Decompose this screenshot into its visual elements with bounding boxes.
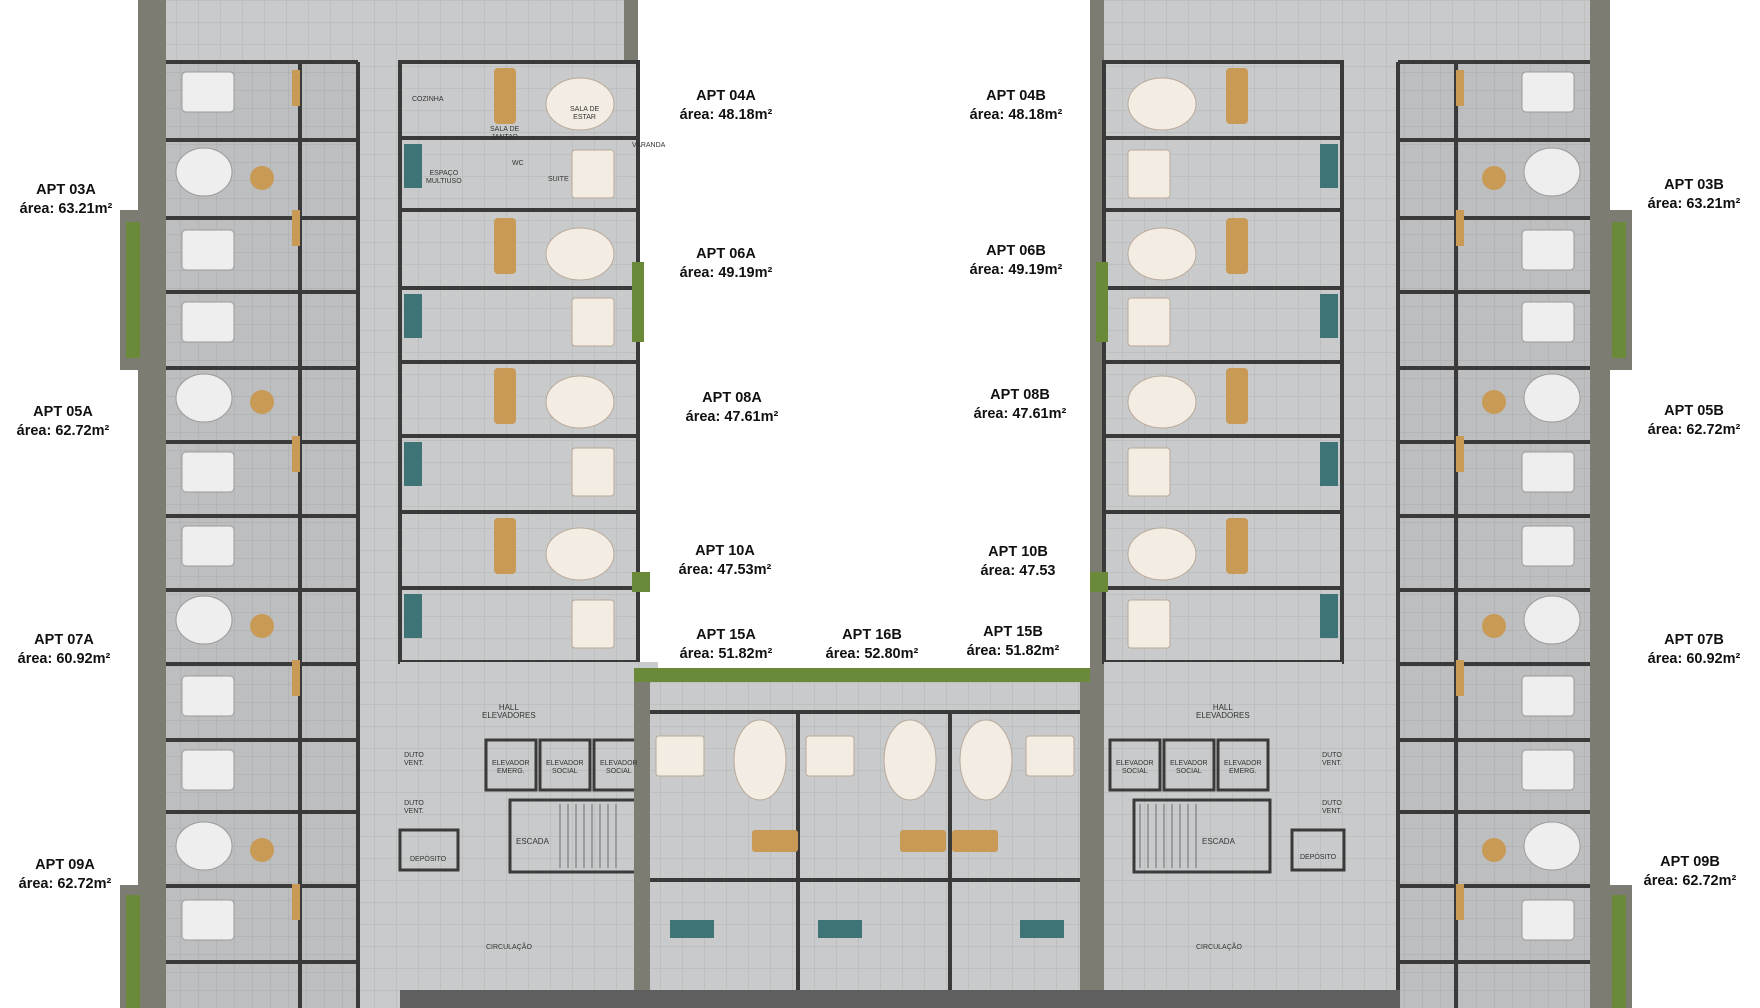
apt-04b-area: área: 48.18m² [969,107,1063,123]
apt-15a-area: área: 51.82m² [679,646,773,662]
apt-03b-area: área: 63.21m² [1647,196,1741,212]
apt-15b-label: APT 15B área: 51.82m² [953,623,1073,661]
apt-03b-label: APT 03B área: 63.21m² [1634,176,1754,214]
apt-08a-label: APT 08A área: 47.61m² [672,389,792,427]
apt-08b-label: APT 08B área: 47.61m² [960,386,1080,424]
apt-09a-area: área: 62.72m² [18,876,112,892]
apt-06b-label: APT 06B área: 49.19m² [956,242,1076,280]
apt-07b-label: APT 07B área: 60.92m² [1634,631,1754,669]
apt-04a-label: APT 04A área: 48.18m² [666,87,786,125]
apt-03a-name: APT 03A [36,182,96,198]
apt-05b-label: APT 05B área: 62.72m² [1634,402,1754,440]
left-wing [120,0,658,1008]
apt-10b-area: área: 47.53 [980,563,1056,579]
apt-04b-name: APT 04B [986,88,1046,104]
apt-05b-area: área: 62.72m² [1647,422,1741,438]
apt-09b-label: APT 09B área: 62.72m² [1630,853,1750,891]
apt-04a-name: APT 04A [696,88,756,104]
wc-label: WC [512,160,524,167]
veranda-label: VARANDA [632,142,666,149]
apt-06b-name: APT 06B [986,243,1046,259]
apt-10a-area: área: 47.53m² [678,562,772,578]
apt-15b-area: área: 51.82m² [966,643,1060,659]
apt-05a-area: área: 62.72m² [16,423,110,439]
apt-06b-area: área: 49.19m² [969,262,1063,278]
apt-07a-area: área: 60.92m² [17,651,111,667]
apt-08b-name: APT 08B [990,387,1050,403]
apt-16b-name: APT 16B [842,627,902,643]
suite-label: SUITE [548,176,569,183]
apt-07a-label: APT 07A área: 60.92m² [4,631,124,669]
apt-09a-label: APT 09A área: 62.72m² [5,856,125,894]
right-wing [1090,0,1632,1008]
circulation-label-left: CIRCULAÇÃO [486,944,532,951]
apt-03b-name: APT 03B [1664,177,1724,193]
apt-07a-name: APT 07A [34,632,94,648]
apt-03a-label: APT 03A área: 63.21m² [6,181,126,219]
apt-06a-area: área: 49.19m² [679,265,773,281]
circulation-label-right: CIRCULAÇÃO [1196,944,1242,951]
storage-label-left: DEPÓSITO [410,856,447,863]
apt-10a-name: APT 10A [695,543,755,559]
apt-10b-label: APT 10B área: 47.53 [958,543,1078,581]
apt-16b-area: área: 52.80m² [825,646,919,662]
apt-06a-name: APT 06A [696,246,756,262]
apt-03a-area: área: 63.21m² [19,201,113,217]
stair-label-right: ESCADA [1202,837,1235,846]
stair-label-left: ESCADA [516,837,549,846]
kitchen-label: COZINHA [412,96,444,103]
apt-08b-area: área: 47.61m² [973,406,1067,422]
apt-16b-label: APT 16B área: 52.80m² [812,626,932,664]
apt-07b-area: área: 60.92m² [1647,651,1741,667]
apt-05a-name: APT 05A [33,404,93,420]
apt-09b-area: área: 62.72m² [1643,873,1737,889]
apt-15a-name: APT 15A [696,627,756,643]
apt-08a-area: área: 47.61m² [685,409,779,425]
center-block [634,668,1094,1008]
apt-08a-name: APT 08A [702,390,762,406]
apt-04b-label: APT 04B área: 48.18m² [956,87,1076,125]
apt-10a-label: APT 10A área: 47.53m² [665,542,785,580]
apt-04a-area: área: 48.18m² [679,107,773,123]
apt-05a-label: APT 05A área: 62.72m² [3,403,123,441]
storage-label-right: DEPÓSITO [1300,854,1337,861]
apt-09a-name: APT 09A [35,857,95,873]
apt-07b-name: APT 07B [1664,632,1724,648]
apt-10b-name: APT 10B [988,544,1048,560]
apt-09b-name: APT 09B [1660,854,1720,870]
apt-15a-label: APT 15A área: 51.82m² [666,626,786,664]
apt-15b-name: APT 15B [983,624,1043,640]
apt-05b-name: APT 05B [1664,403,1724,419]
apt-06a-label: APT 06A área: 49.19m² [666,245,786,283]
